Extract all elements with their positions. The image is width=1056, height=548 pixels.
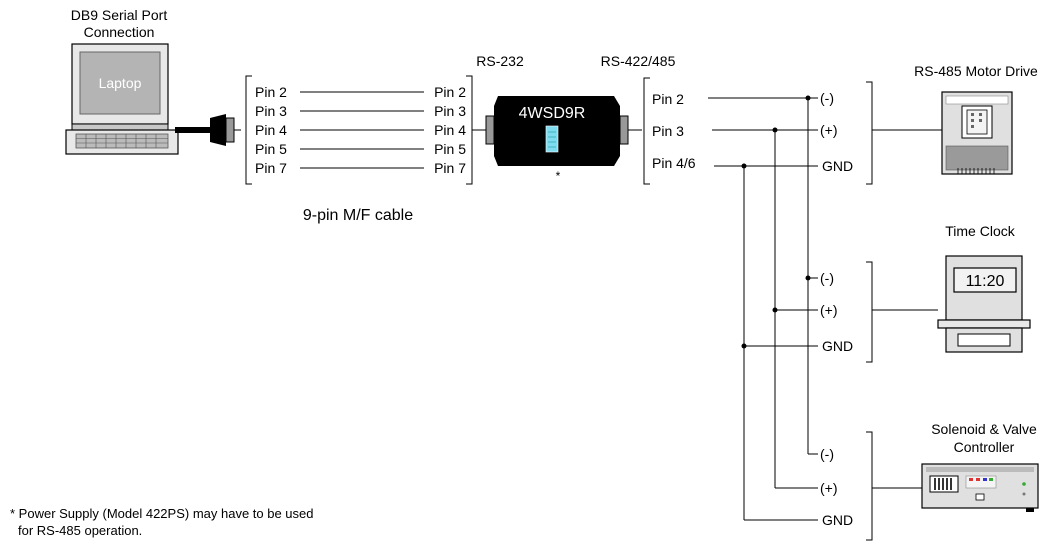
output-pin-3: Pin 3 <box>652 123 684 139</box>
terminal-label: GND <box>822 512 853 528</box>
cable-left-pin: Pin 5 <box>255 141 287 157</box>
cable-right-pin: Pin 4 <box>434 122 466 138</box>
laptop-screen-label: Laptop <box>99 75 142 91</box>
footnote-line2: for RS-485 operation. <box>18 523 142 538</box>
solenoid-controller-icon <box>921 463 1039 512</box>
converter-model: 4WSD9R <box>519 105 586 122</box>
solenoid-title-line1: Solenoid & Valve <box>931 421 1037 437</box>
terminal-label: (+) <box>820 302 838 318</box>
cable-left-pin: Pin 7 <box>255 160 287 176</box>
cable-left-bracket <box>245 75 252 185</box>
converter-db9-right <box>619 115 629 145</box>
cable-right-pin: Pin 2 <box>434 84 466 100</box>
cable-pin-rows: Pin 2 Pin 2 Pin 3 Pin 3 Pin 4 Pin 4 Pin 5 Pin 5… <box>255 84 466 176</box>
terminal-label: (-) <box>820 446 834 462</box>
device-terminal-blocks: (-) (+) GND (-) (+) GND (-) (+) GND <box>820 81 873 541</box>
cable-left-pin: Pin 2 <box>255 84 287 100</box>
db9-plug-icon <box>210 114 226 146</box>
cable-left-pin: Pin 4 <box>255 122 287 138</box>
terminal-label: GND <box>822 338 853 354</box>
cable-left-pin: Pin 3 <box>255 103 287 119</box>
cable-right-pin: Pin 7 <box>434 160 466 176</box>
time-clock-icon: 11:20 <box>937 255 1031 353</box>
terminal-label: (-) <box>820 270 834 286</box>
terminal-bracket <box>866 261 873 363</box>
converter-switch-icon <box>545 125 559 153</box>
terminal-label: (-) <box>820 90 834 106</box>
cable-right-bracket <box>466 75 473 185</box>
terminal-label: (+) <box>820 480 838 496</box>
junction-dots <box>741 95 811 349</box>
cable-right-pin: Pin 3 <box>434 103 466 119</box>
output-pin-2: Pin 2 <box>652 91 684 107</box>
laptop-serial-plug <box>175 114 241 146</box>
terminal-label: GND <box>822 158 853 174</box>
motor-drive-icon <box>941 91 1013 175</box>
converter-db9-left <box>485 115 495 145</box>
terminal-bracket <box>866 431 873 541</box>
motor-drive-title: RS-485 Motor Drive <box>914 63 1038 79</box>
output-bracket <box>643 77 650 185</box>
time-clock-display: 11:20 <box>966 273 1005 290</box>
output-pin-4-6: Pin 4/6 <box>652 155 696 171</box>
laptop-screen <box>79 51 161 115</box>
laptop-keyboard <box>75 133 169 149</box>
rs422-label: RS-422/485 <box>601 53 676 69</box>
converter-asterisk: * <box>556 169 561 183</box>
bus-wires <box>708 97 818 521</box>
time-clock-title: Time Clock <box>945 223 1015 239</box>
cable-right-pin: Pin 5 <box>434 141 466 157</box>
solenoid-title-line2: Controller <box>954 439 1015 455</box>
terminal-bracket <box>866 81 873 185</box>
rs232-label: RS-232 <box>476 53 524 69</box>
laptop: DB9 Serial Port Connection Laptop <box>65 7 179 155</box>
laptop-hinge <box>71 123 169 131</box>
terminal-label: (+) <box>820 122 838 138</box>
footnote-line1: * Power Supply (Model 422PS) may have to… <box>10 506 314 521</box>
cable-caption: 9-pin M/F cable <box>303 207 413 224</box>
laptop-title-line1: DB9 Serial Port <box>71 7 168 23</box>
laptop-title-line2: Connection <box>84 24 155 40</box>
